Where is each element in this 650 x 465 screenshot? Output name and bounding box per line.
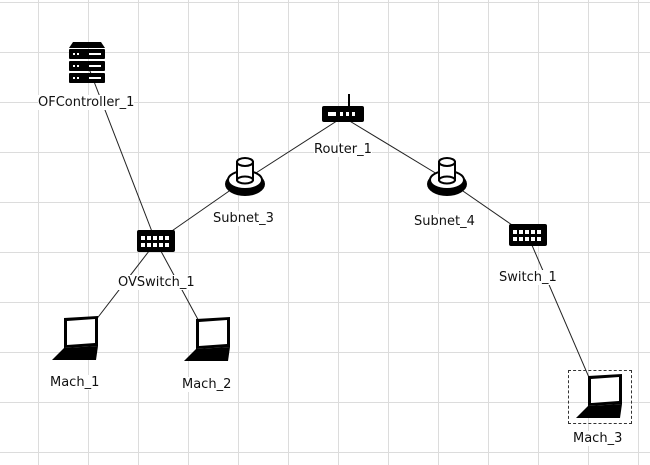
- laptop-icon: [576, 374, 622, 418]
- node-label-switch-1: Switch_1: [499, 270, 557, 285]
- node-mach-1[interactable]: [50, 314, 100, 362]
- node-label-subnet-3: Subnet_3: [213, 211, 274, 226]
- node-label-mach-3: Mach_3: [573, 431, 623, 446]
- node-subnet-4[interactable]: [424, 154, 470, 200]
- node-subnet-3[interactable]: [222, 154, 268, 200]
- node-mach-3[interactable]: [574, 372, 624, 420]
- node-label-router-1: Router_1: [314, 142, 372, 157]
- link-ofcontroller_1-ovswitch_1[interactable]: [87, 65, 157, 243]
- server-rack-icon: [69, 42, 105, 83]
- laptop-icon: [52, 316, 98, 360]
- node-ofcontroller-1[interactable]: [65, 40, 109, 86]
- switch-icon: [509, 224, 547, 246]
- selection-box: [568, 370, 632, 424]
- subnet-icon: [427, 157, 467, 196]
- link-switch_1-mach_3[interactable]: [527, 235, 598, 397]
- node-mach-2[interactable]: [182, 315, 232, 363]
- laptop-icon: [184, 317, 230, 361]
- switch-icon: [137, 230, 175, 252]
- node-ovswitch-1[interactable]: [135, 226, 177, 256]
- node-label-mach-2: Mach_2: [182, 377, 232, 392]
- router-icon: [322, 94, 364, 122]
- node-label-mach-1: Mach_1: [50, 375, 100, 390]
- link-router_1-subnet_4[interactable]: [342, 116, 448, 181]
- link-router_1-subnet_3[interactable]: [244, 116, 344, 181]
- node-label-ofcontroller-1: OFController_1: [38, 95, 135, 110]
- node-router-1[interactable]: [320, 92, 366, 126]
- node-switch-1[interactable]: [507, 220, 549, 250]
- node-label-ovswitch-1: OVSwitch_1: [118, 275, 195, 290]
- node-label-subnet-4: Subnet_4: [414, 214, 475, 229]
- subnet-icon: [225, 157, 265, 196]
